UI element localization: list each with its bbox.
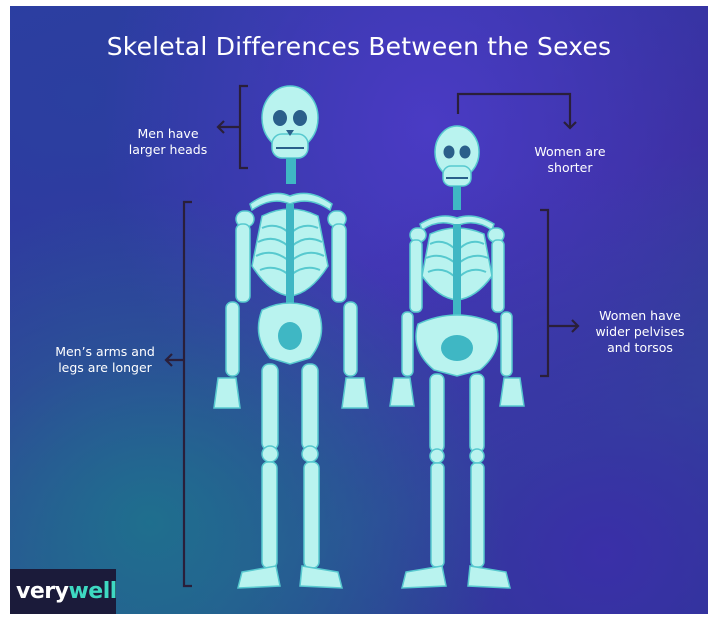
label-men-limbs: Men’s arms and legs are longer: [46, 344, 164, 376]
male-forearm-left: [226, 302, 239, 376]
label-women-pelvis-line3: and torsos: [588, 340, 692, 356]
female-forearm-right: [501, 312, 512, 376]
male-pelvis-hole: [278, 322, 302, 350]
female-tibia-left: [431, 463, 444, 567]
male-eye-right: [293, 110, 307, 126]
male-femur-right: [302, 364, 318, 450]
label-women-shorter-line1: Women are: [520, 144, 620, 160]
label-men-limbs-line2: legs are longer: [46, 360, 164, 376]
label-women-pelvis-line1: Women have: [588, 308, 692, 324]
logo-part2: well: [68, 579, 116, 604]
female-pelvis-hole: [441, 335, 473, 361]
label-men-heads-line1: Men have: [118, 126, 218, 142]
female-foot-left: [402, 566, 446, 588]
male-foot-left: [238, 566, 280, 588]
female-forearm-left: [402, 312, 413, 376]
women-shorter-line: [458, 94, 570, 128]
men-heads-bracket: [240, 86, 248, 168]
women-pelvis-bracket: [540, 210, 548, 376]
male-hand-left: [214, 378, 240, 408]
female-knee-right: [470, 449, 484, 463]
men-limbs-bracket: [184, 202, 192, 586]
female-femur-right: [470, 374, 484, 452]
label-men-heads-line2: larger heads: [118, 142, 218, 158]
logo-part1: very: [16, 579, 68, 604]
male-tibia-left: [262, 462, 277, 568]
female-neck: [453, 186, 461, 210]
male-knee-left: [262, 446, 278, 462]
male-humerus-left: [236, 224, 250, 302]
infographic-frame: Skeletal Differences Between the Sexes: [10, 6, 708, 614]
female-hand-left: [390, 378, 414, 406]
female-skeleton: [390, 126, 524, 588]
label-women-shorter: Women are shorter: [520, 144, 620, 176]
label-women-pelvis-line2: wider pelvises: [588, 324, 692, 340]
female-jaw: [443, 166, 471, 186]
male-forearm-right: [344, 302, 357, 376]
male-knee-right: [302, 446, 318, 462]
female-humerus-right: [492, 240, 504, 312]
male-skeleton: [214, 86, 368, 588]
label-women-shorter-line2: shorter: [520, 160, 620, 176]
female-tibia-right: [471, 463, 484, 567]
female-hand-right: [500, 378, 524, 406]
female-femur-left: [430, 374, 444, 452]
male-humerus-right: [332, 224, 346, 302]
male-jaw: [272, 134, 308, 158]
male-eye-left: [273, 110, 287, 126]
male-tibia-right: [304, 462, 319, 568]
label-men-heads: Men have larger heads: [118, 126, 218, 158]
male-hand-right: [342, 378, 368, 408]
female-eye-right: [460, 146, 471, 159]
label-men-limbs-line1: Men’s arms and: [46, 344, 164, 360]
male-foot-right: [300, 566, 342, 588]
male-neck: [286, 158, 296, 184]
female-spine: [453, 224, 461, 324]
female-foot-right: [468, 566, 510, 588]
female-humerus-left: [410, 240, 422, 312]
label-women-pelvis: Women have wider pelvises and torsos: [588, 308, 692, 356]
female-eye-left: [444, 146, 455, 159]
female-knee-left: [430, 449, 444, 463]
male-spine: [286, 204, 294, 312]
verywell-logo: verywell: [10, 569, 116, 614]
male-femur-left: [262, 364, 278, 450]
